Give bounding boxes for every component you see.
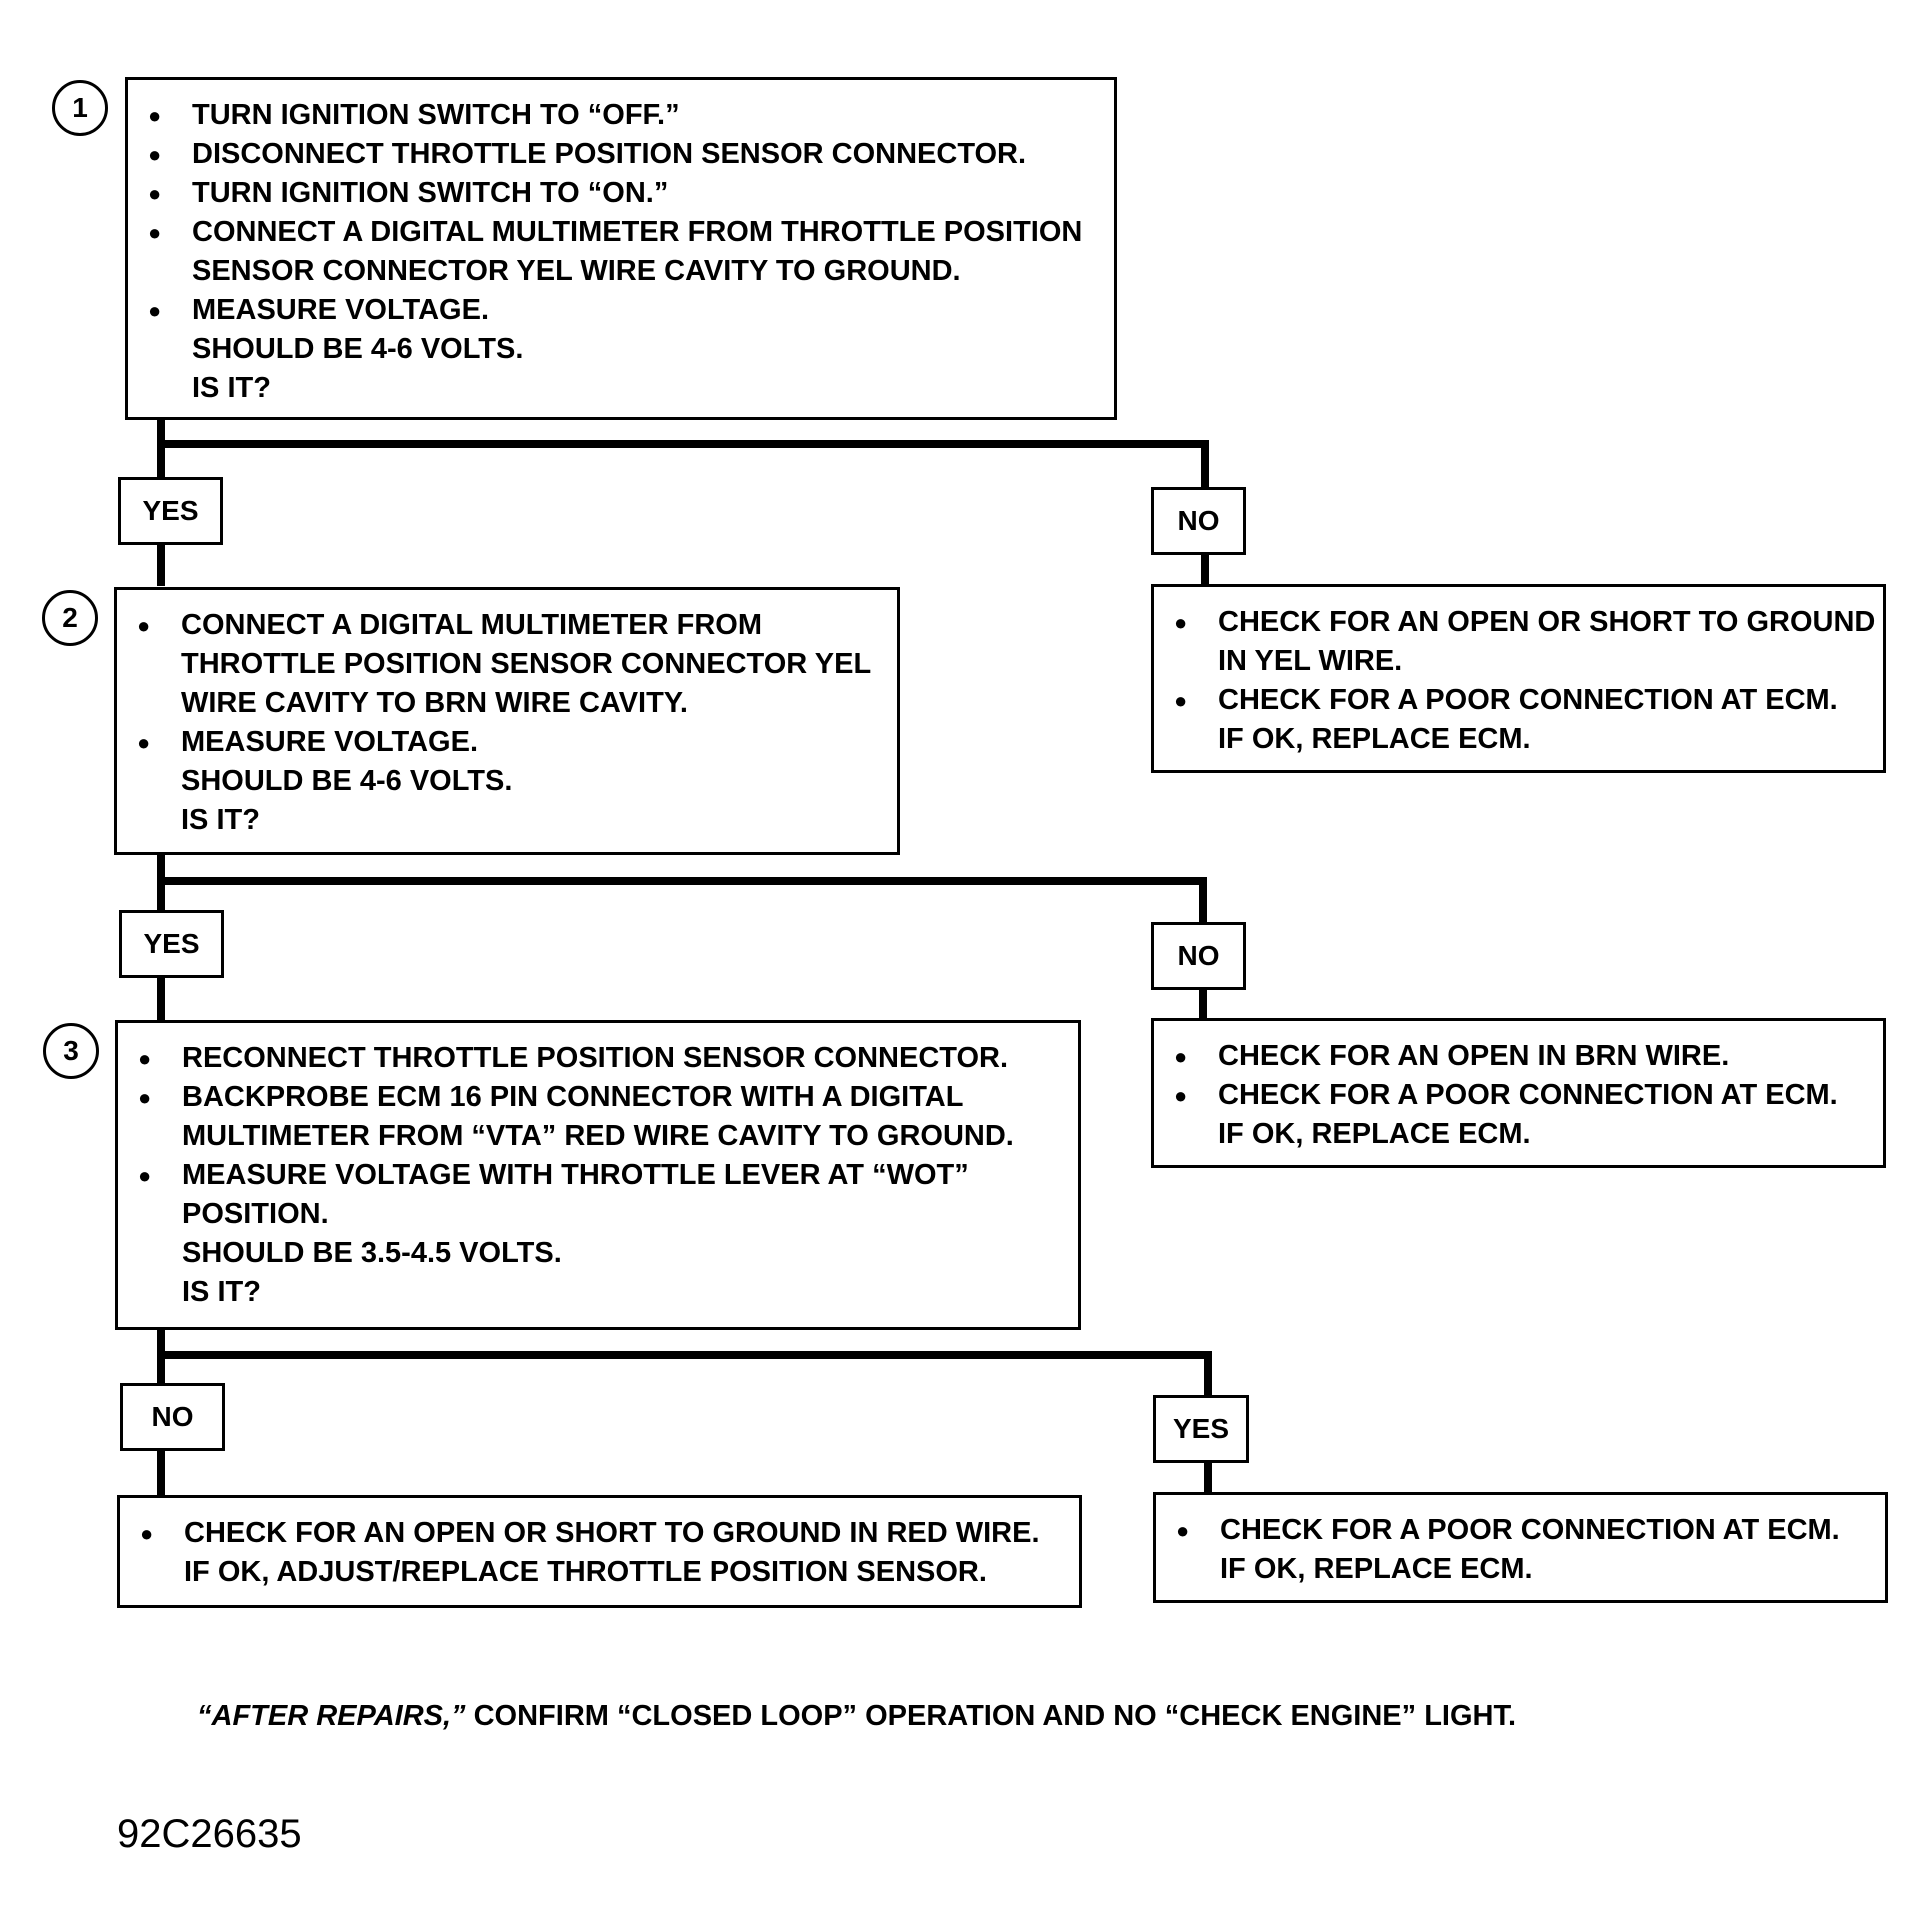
result-box-4: CHECK FOR A POOR CONNECTION AT ECM. IF O… <box>1153 1492 1888 1603</box>
result-line: IF OK, REPLACE ECM. <box>1218 723 1531 755</box>
step-line: SHOULD BE 3.5-4.5 VOLTS. <box>182 1237 562 1269</box>
step-2-lines: CONNECT A DIGITAL MULTIMETER FROM THROTT… <box>131 606 877 840</box>
yes-label: YES <box>1153 1395 1249 1463</box>
step-number-1: 1 <box>52 80 108 136</box>
step-line: SHOULD BE 4-6 VOLTS. <box>192 333 524 365</box>
step-number-3: 3 <box>43 1023 99 1079</box>
result-line: CHECK FOR A POOR CONNECTION AT ECM. <box>1170 1511 1865 1550</box>
step-line: MULTIMETER FROM “VTA” RED WIRE CAVITY TO… <box>182 1120 1014 1152</box>
result-line: CHECK FOR AN OPEN OR SHORT TO GROUND <box>1168 603 1875 642</box>
step-line: SHOULD BE 4-6 VOLTS. <box>181 765 513 797</box>
result-2-lines: CHECK FOR AN OPEN IN BRN WIRE. CHECK FOR… <box>1168 1037 1863 1154</box>
yes-label: YES <box>118 477 223 545</box>
step-line: MEASURE VOLTAGE. <box>142 291 1094 330</box>
no-label: NO <box>1151 487 1246 555</box>
step-line: BACKPROBE ECM 16 PIN CONNECTOR WITH A DI… <box>132 1078 1058 1117</box>
connector-line <box>157 1351 1212 1359</box>
result-box-2: CHECK FOR AN OPEN IN BRN WIRE. CHECK FOR… <box>1151 1018 1886 1168</box>
step-line: TURN IGNITION SWITCH TO “OFF.” <box>142 96 1094 135</box>
step-3-lines: RECONNECT THROTTLE POSITION SENSOR CONNE… <box>132 1039 1058 1312</box>
after-repairs-label: “AFTER REPAIRS,” <box>197 1700 466 1732</box>
step-line: POSITION. <box>182 1198 329 1230</box>
step-line: DISCONNECT THROTTLE POSITION SENSOR CONN… <box>142 135 1094 174</box>
after-repairs-text: CONFIRM “CLOSED LOOP” OPERATION AND NO “… <box>465 1700 1517 1732</box>
result-4-lines: CHECK FOR A POOR CONNECTION AT ECM. IF O… <box>1170 1511 1865 1589</box>
after-repairs-note: “AFTER REPAIRS,” CONFIRM “CLOSED LOOP” O… <box>197 1700 1516 1733</box>
step-3-box: RECONNECT THROTTLE POSITION SENSOR CONNE… <box>115 1020 1081 1330</box>
connector-line <box>157 440 1209 448</box>
step-line: MEASURE VOLTAGE WITH THROTTLE LEVER AT “… <box>132 1156 1058 1195</box>
no-label: NO <box>1151 922 1246 990</box>
result-line: CHECK FOR A POOR CONNECTION AT ECM. <box>1168 681 1863 720</box>
result-box-3: CHECK FOR AN OPEN OR SHORT TO GROUND IN … <box>117 1495 1082 1608</box>
yes-label: YES <box>119 910 224 978</box>
result-line: IN YEL WIRE. <box>1218 645 1403 677</box>
connector-line <box>157 877 1207 885</box>
figure-code: 92C26635 <box>117 1812 302 1856</box>
result-1-lines: CHECK FOR AN OPEN OR SHORT TO GROUND IN … <box>1168 603 1875 759</box>
step-line: TURN IGNITION SWITCH TO “ON.” <box>142 174 1094 213</box>
step-line: IS IT? <box>192 372 271 404</box>
step-line: MEASURE VOLTAGE. <box>131 723 877 762</box>
result-3-lines: CHECK FOR AN OPEN OR SHORT TO GROUND IN … <box>134 1514 1059 1592</box>
step-line: CONNECT A DIGITAL MULTIMETER FROM <box>131 606 877 645</box>
step-line: THROTTLE POSITION SENSOR CONNECTOR YEL <box>181 648 872 680</box>
result-line: CHECK FOR AN OPEN IN BRN WIRE. <box>1168 1037 1863 1076</box>
result-box-1: CHECK FOR AN OPEN OR SHORT TO GROUND IN … <box>1151 584 1886 773</box>
result-line: IF OK, ADJUST/REPLACE THROTTLE POSITION … <box>184 1556 987 1588</box>
step-1-box: TURN IGNITION SWITCH TO “OFF.” DISCONNEC… <box>125 77 1117 420</box>
step-1-lines: TURN IGNITION SWITCH TO “OFF.” DISCONNEC… <box>142 96 1094 408</box>
step-line: SENSOR CONNECTOR YEL WIRE CAVITY TO GROU… <box>192 255 961 287</box>
result-line: CHECK FOR AN OPEN OR SHORT TO GROUND IN … <box>134 1514 1059 1553</box>
step-line: IS IT? <box>182 1276 261 1308</box>
no-label: NO <box>120 1383 225 1451</box>
result-line: IF OK, REPLACE ECM. <box>1218 1118 1531 1150</box>
result-line: IF OK, REPLACE ECM. <box>1220 1553 1533 1585</box>
step-line: IS IT? <box>181 804 260 836</box>
result-line: CHECK FOR A POOR CONNECTION AT ECM. <box>1168 1076 1863 1115</box>
step-2-box: CONNECT A DIGITAL MULTIMETER FROM THROTT… <box>114 587 900 855</box>
step-number-2: 2 <box>42 590 98 646</box>
step-line: WIRE CAVITY TO BRN WIRE CAVITY. <box>181 687 688 719</box>
step-line: CONNECT A DIGITAL MULTIMETER FROM THROTT… <box>142 213 1094 252</box>
step-line: RECONNECT THROTTLE POSITION SENSOR CONNE… <box>132 1039 1058 1078</box>
